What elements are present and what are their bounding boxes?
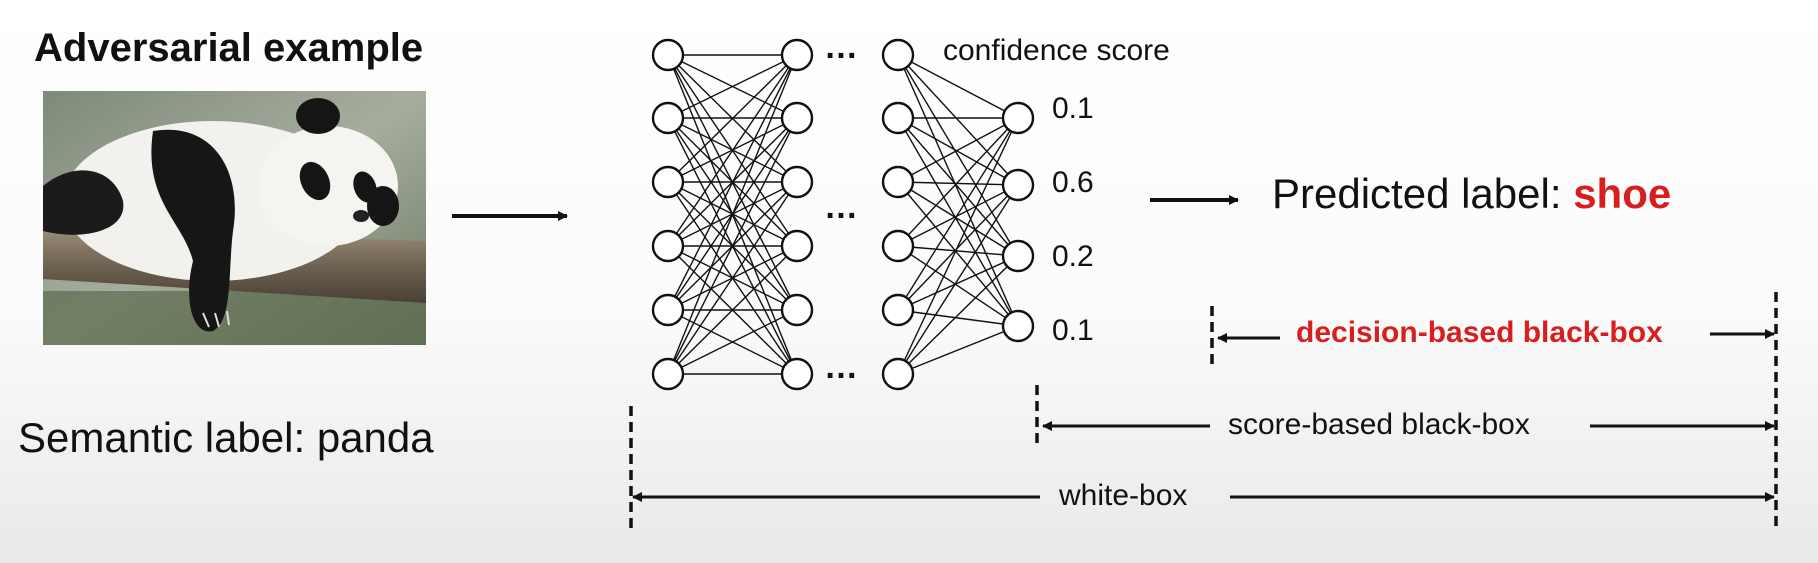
score-based-label: score-based black-box [1228,408,1530,441]
network-edge [897,181,1019,327]
network-edge [897,117,1019,257]
ellipsis-top: … [824,28,858,66]
ellipsis-bottom: … [824,348,858,386]
network-edge [897,117,1019,327]
input-neuron [651,165,685,199]
score-2: 0.6 [1052,166,1094,199]
network-edge [897,54,1019,327]
panda-image [43,91,426,345]
input-neuron [651,101,685,135]
network-edge [897,325,1019,375]
hidden-neuron [780,38,814,72]
output-neuron [1001,168,1035,202]
network-edge [897,54,1019,186]
network-edge [667,54,798,183]
predicted-label-value: shoe [1573,170,1672,217]
network-edge [667,54,798,311]
network-edge [897,245,1019,327]
hidden-neuron [881,293,915,327]
hidden-neuron [881,101,915,135]
output-neuron [1001,239,1035,273]
network-edge [897,117,1019,183]
network-edge [667,54,798,119]
score-4: 0.1 [1052,314,1094,347]
network-edge [897,54,1019,119]
network-edge [897,54,1019,257]
hidden-neuron [780,357,814,391]
hidden-neuron [780,165,814,199]
network-edge [667,245,798,375]
hidden-neuron [881,165,915,199]
network-edge [897,245,1019,257]
network-edge [897,184,1019,247]
hidden-neuron [881,38,915,72]
hidden-neuron [881,357,915,391]
network-edge [897,255,1019,311]
input-neuron [651,293,685,327]
network-edge [897,117,1019,311]
predicted-label-prefix: Predicted label: [1272,170,1574,217]
output-neuron [1001,309,1035,343]
score-3: 0.2 [1052,240,1094,273]
hidden-neuron [780,293,814,327]
ellipsis-middle: … [824,188,858,226]
network-edge [667,181,798,375]
network-edge [667,54,798,375]
network-edge [667,309,798,375]
network-edge [897,181,1019,186]
network-edge [897,181,1019,257]
confidence-score-header: confidence score [943,34,1170,67]
white-box-label: white-box [1059,479,1188,512]
network-edge [897,117,1019,247]
network-edge [897,117,1019,186]
input-neuron [651,357,685,391]
network-edge [667,117,798,375]
network-edge [667,54,798,247]
semantic-label: Semantic label: panda [18,414,434,461]
network-edge [897,117,1019,375]
decision-based-label: decision-based black-box [1296,316,1663,349]
predicted-label: Predicted label: shoe [1272,170,1671,218]
network-edge [897,309,1019,327]
input-neuron [651,38,685,72]
output-neuron [1001,101,1035,135]
hidden-neuron [881,229,915,263]
network-edge [897,255,1019,375]
hidden-neuron [780,229,814,263]
score-1: 0.1 [1052,92,1094,125]
hidden-neuron [780,101,814,135]
input-neuron [651,229,685,263]
slide-title: Adversarial example [34,26,424,70]
network-edge [897,184,1019,375]
